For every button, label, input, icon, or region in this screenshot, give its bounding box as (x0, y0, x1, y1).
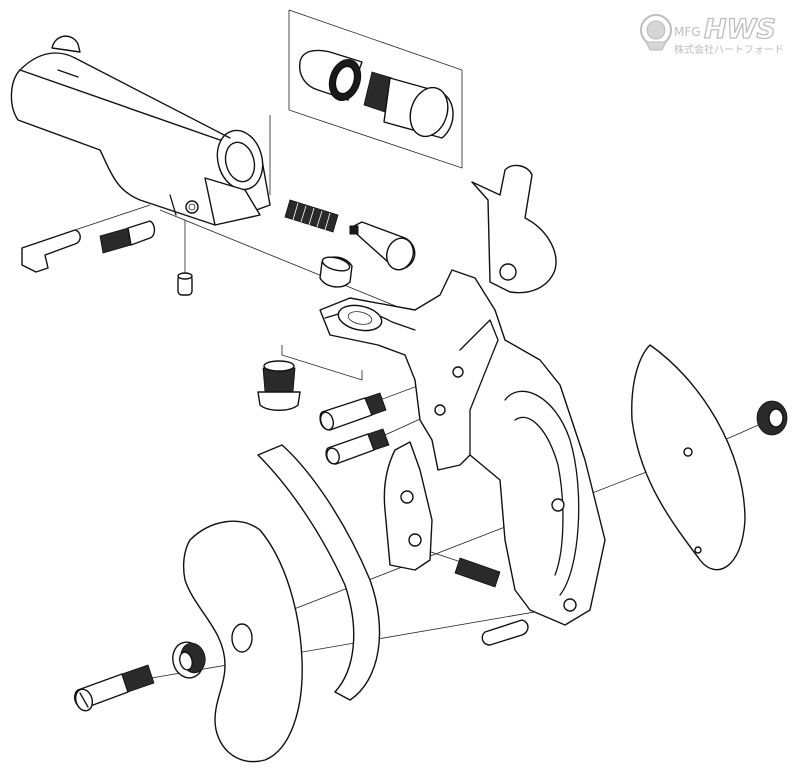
frame-screw-head (257, 391, 301, 411)
firing-pin-head (385, 237, 415, 271)
insert-face (409, 86, 449, 138)
frame-screw-a (319, 392, 387, 431)
cartridge-mouth-inner (334, 65, 356, 95)
frame-screw-b (325, 428, 390, 465)
hws-logo: MFG HWS 株式会社ハートフォード (640, 13, 784, 56)
front-sight (51, 35, 81, 53)
backstrap (257, 444, 381, 701)
frame-body (319, 269, 606, 626)
barrel (10, 52, 271, 226)
cartridge-insert-inset (298, 49, 454, 139)
frame-grip-strap-inner (504, 390, 580, 596)
firing-pin (349, 221, 416, 271)
small-pin-top (177, 272, 193, 280)
grip-panel-right-pin (694, 546, 702, 554)
logo-company: 株式会社ハートフォード (674, 43, 784, 56)
grip-panel-left-hole (231, 623, 253, 653)
small-screw-body (127, 220, 156, 246)
frame-screw-large (257, 360, 301, 411)
frame-hammer-slot (459, 319, 499, 456)
frame-grip-hole (551, 498, 565, 512)
grip-screw (73, 664, 155, 712)
barrel-bore (224, 141, 256, 183)
barrel-slot-lower (169, 194, 177, 216)
grip-nut-right-face (768, 408, 784, 428)
grip-screw-thread (121, 664, 155, 693)
small-screw-thread (99, 227, 132, 254)
logo-emblem-icon (640, 14, 672, 51)
frame-screw-tip (263, 360, 295, 372)
barrel-pin-hole-inner (188, 203, 196, 211)
grip-nut-left (172, 641, 206, 679)
hinge-pin (21, 229, 81, 273)
grip-panel-right-hole (683, 447, 693, 457)
trigger (383, 441, 433, 571)
hammer (471, 164, 557, 294)
barrel-top-edge (19, 52, 231, 139)
bushing-top (321, 256, 351, 272)
firing-pin-tip (349, 225, 359, 235)
frame-grip-strap-inner2 (514, 416, 564, 576)
guide-line-grip-axis (239, 454, 691, 631)
barrel-lug (204, 177, 261, 226)
small-screw-left (99, 220, 156, 254)
grip-panel-right (631, 344, 746, 571)
frame (319, 269, 606, 626)
guide-line-barrel-frame (159, 209, 431, 321)
hammer-pivot-hole (499, 263, 517, 281)
firing-spring (284, 199, 339, 233)
trigger-hole-upper (400, 490, 414, 504)
guide-line-screw (281, 345, 363, 381)
barrel-slot (57, 69, 79, 78)
frame-screw-b-thread (367, 428, 390, 451)
frame-breech (337, 304, 383, 332)
frame-grip-hole-bottom (563, 598, 577, 612)
inset-box-lines (288, 9, 463, 169)
trigger-hole-lower (408, 533, 422, 547)
logo-prefix: MFG (674, 25, 701, 39)
frame-screw-a-thread (364, 392, 387, 416)
lower-pin (481, 619, 529, 646)
trigger-spring (454, 557, 501, 588)
grip-nut-right (756, 400, 788, 436)
frame-hole-upper (452, 366, 464, 378)
logo-brand: HWS (704, 14, 776, 45)
frame-hole-lower (434, 404, 446, 416)
barrel-pin-hole (185, 200, 199, 214)
